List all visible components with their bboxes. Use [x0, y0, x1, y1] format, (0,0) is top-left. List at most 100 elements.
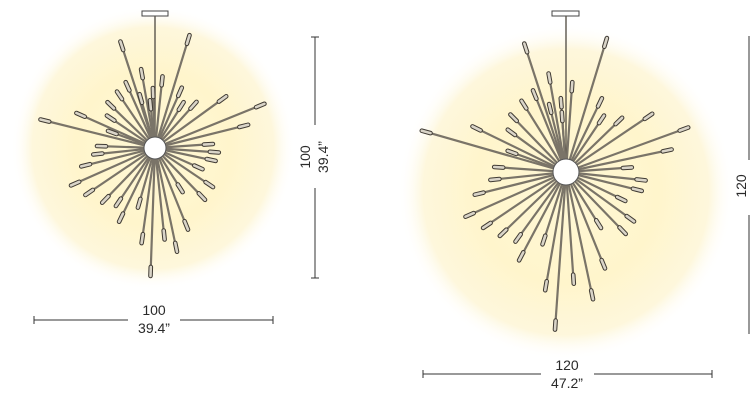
bulb-tip-highlight — [92, 152, 104, 156]
bulb-tip-highlight — [506, 128, 517, 137]
bulb-tip-highlight — [176, 86, 184, 98]
rod — [153, 95, 228, 150]
rods-large — [419, 35, 691, 332]
bulb-tip-highlight — [602, 36, 609, 49]
bulb-tip-highlight — [75, 111, 86, 118]
rod — [39, 118, 157, 150]
bulb-tip-highlight — [148, 99, 153, 111]
width-metric-small: 100 — [142, 302, 166, 318]
bulb-tip-highlight — [571, 273, 576, 286]
bulb-tip-highlight — [197, 192, 207, 202]
bulb-tip-highlight — [473, 191, 485, 196]
height-imperial-small: 39.4” — [315, 141, 331, 173]
bulb-tip-highlight — [420, 129, 432, 135]
rod — [553, 170, 568, 331]
bulb-tip-highlight — [514, 233, 523, 243]
bulb-tip-highlight — [631, 187, 644, 193]
bulb-tip-highlight — [625, 214, 636, 223]
rod — [564, 36, 609, 174]
bulb-tip-highlight — [531, 89, 538, 101]
width-imperial-small: 39.4” — [138, 320, 170, 336]
bulb-tip-highlight — [106, 129, 118, 136]
bulb-tip-highlight — [106, 100, 116, 110]
rod — [564, 170, 595, 301]
rod — [564, 148, 673, 174]
bulb-tip-highlight — [138, 92, 144, 105]
rod — [124, 81, 157, 150]
bulb-tip-highlight — [471, 125, 482, 132]
rod — [69, 146, 157, 187]
bulb-tip-highlight — [614, 116, 624, 126]
bulb-tip-highlight — [597, 114, 606, 125]
bulb-tip-highlight — [498, 228, 508, 238]
rod — [420, 129, 568, 174]
rod — [523, 42, 568, 174]
rod — [153, 146, 215, 189]
bulb-tip-highlight — [517, 251, 525, 262]
rod — [84, 146, 157, 197]
width-imperial-large: 47.2” — [551, 375, 583, 391]
bulb-tip-highlight — [635, 178, 647, 182]
bulb-tip-highlight — [643, 112, 654, 121]
bulb-tip-highlight — [177, 100, 185, 112]
bulb-tip-highlight — [520, 99, 528, 110]
bulb-tip-highlight — [543, 279, 549, 292]
rod — [153, 102, 266, 150]
rod — [464, 170, 568, 218]
rod — [564, 112, 654, 174]
bulb-tip-highlight — [522, 42, 529, 54]
rod — [117, 146, 157, 223]
rod — [80, 146, 157, 168]
bulb-tip-highlight — [208, 150, 221, 154]
bulb-tip-highlight — [570, 80, 574, 93]
rod — [544, 170, 568, 292]
bulb-tip-highlight — [162, 229, 166, 241]
bulb-tip-highlight — [596, 97, 604, 108]
rod — [531, 89, 568, 174]
rod — [514, 170, 568, 243]
bulb-tip-highlight — [140, 232, 145, 245]
rod — [482, 170, 568, 229]
bulb-tip-highlight — [205, 157, 217, 163]
bulb-tip-highlight — [489, 177, 501, 182]
bulb-tip-highlight — [547, 72, 552, 84]
light-glow-large — [398, 24, 734, 360]
bulb-tip-highlight — [189, 100, 198, 110]
rod — [564, 81, 574, 174]
bulb-tip-highlight — [254, 102, 266, 109]
hub-small — [143, 136, 167, 160]
rod — [473, 170, 568, 196]
rod — [547, 72, 568, 174]
rod — [564, 170, 575, 285]
rod — [153, 75, 164, 150]
bulb-tip-highlight — [124, 80, 131, 92]
bulb-tip-highlight — [69, 180, 81, 187]
rod — [564, 97, 604, 174]
bulb-tip-highlight — [160, 75, 164, 87]
fixture-small: 100 39.4” 100 39.4” — [11, 6, 331, 336]
rod — [149, 146, 157, 277]
bulb-tip-highlight — [80, 162, 92, 168]
width-dimension-small: 100 39.4” — [33, 302, 274, 336]
bulb-tip-highlight — [559, 96, 563, 109]
bulb-tip-highlight — [238, 123, 250, 129]
bulb-tip-highlight — [217, 95, 228, 103]
rod — [153, 123, 250, 150]
rod — [564, 170, 627, 235]
rod — [520, 99, 568, 174]
bulb-tip-highlight — [492, 165, 505, 169]
bulb-tip-highlight — [139, 67, 144, 80]
bulb-tip-highlight — [481, 221, 492, 230]
bulb-tip-highlight — [119, 40, 125, 52]
bulb-tip-highlight — [173, 241, 179, 253]
bulb-tip-highlight — [661, 148, 673, 153]
fixture-large: 120 47.2” 120 — [398, 10, 750, 391]
ceiling-canopy-small — [141, 10, 169, 17]
bulb-tip-highlight — [618, 226, 628, 236]
bulb-tip-highlight — [547, 102, 553, 115]
bulb-tip-highlight — [100, 194, 110, 204]
rod — [153, 146, 166, 241]
rod — [471, 125, 568, 174]
bulb-tip-highlight — [39, 118, 51, 123]
bulb-tip-highlight — [193, 164, 204, 171]
